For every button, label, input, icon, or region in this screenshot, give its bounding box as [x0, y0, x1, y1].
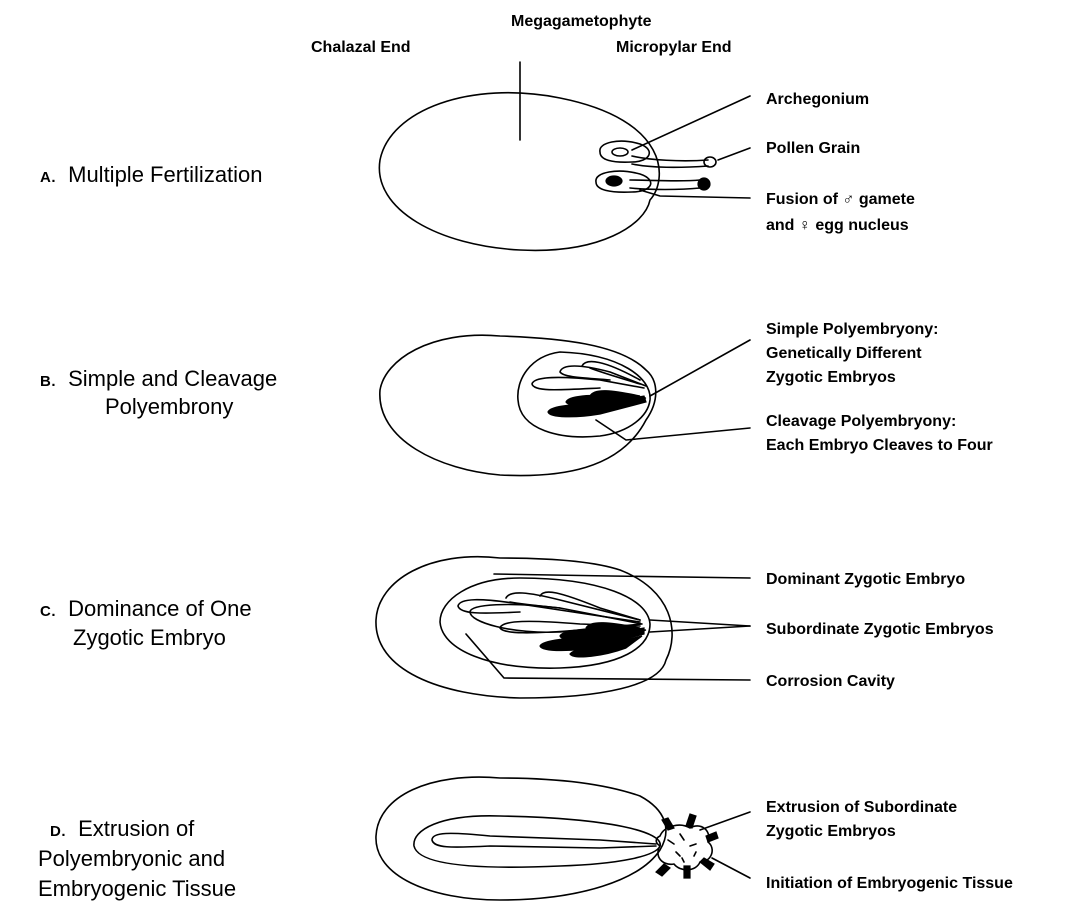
- leader-subordinate-b: [650, 626, 750, 632]
- row-a-letter: A.: [40, 169, 56, 186]
- row-b-title-line-1-text: B. Simple and Cleavage: [40, 366, 277, 391]
- label-corrosion-cavity: Corrosion Cavity: [766, 673, 895, 690]
- embryo-white-c1: [458, 600, 640, 622]
- leader-cleavage-polyembryony: [596, 420, 750, 440]
- pollen-grain-lower: [698, 178, 710, 190]
- row-d-letter: D.: [50, 823, 66, 840]
- megagametophyte-outline-d: [376, 777, 666, 900]
- extruded-embryo-4: [700, 858, 714, 870]
- label-pollen-grain: Pollen Grain: [766, 140, 860, 157]
- dominant-embryo-d: [432, 833, 656, 848]
- row-d: D. Extrusion of Polyembryonic and Embryo…: [38, 777, 1013, 901]
- header: Megagametophyte Chalazal End Micropylar …: [311, 13, 732, 56]
- leader-pollen-grain: [718, 148, 750, 160]
- fused-nucleus: [606, 176, 622, 186]
- label-simple-line-3: Zygotic Embryos: [766, 369, 896, 386]
- corrosion-cavity-c: [440, 578, 650, 668]
- row-d-title-line-3: Embryogenic Tissue: [38, 876, 236, 901]
- label-dominant-embryo: Dominant Zygotic Embryo: [766, 571, 965, 588]
- label-archegonium: Archegonium: [766, 91, 869, 108]
- row-d-title-line-1: Extrusion of: [78, 816, 195, 841]
- label-subordinate-embryos: Subordinate Zygotic Embryos: [766, 621, 994, 638]
- row-b: B. Simple and Cleavage Polyembrony Simpl…: [40, 321, 993, 476]
- micropylar-end-label: Micropylar End: [616, 39, 732, 56]
- pollen-tube-upper: [632, 156, 708, 167]
- pollen-grain: [704, 157, 716, 167]
- extruded-embryo-5: [656, 864, 670, 876]
- label-extrusion-line-1: Extrusion of Subordinate: [766, 799, 957, 816]
- row-b-title-line-2: Polyembrony: [105, 394, 233, 419]
- label-fusion-line-2: and ♀ egg nucleus: [766, 217, 909, 234]
- label-simple-line-2: Genetically Different: [766, 345, 922, 362]
- row-a-title-line-1: Multiple Fertilization: [68, 162, 262, 187]
- label-simple-line-1: Simple Polyembryony:: [766, 321, 939, 338]
- leader-extrusion: [700, 812, 750, 830]
- leader-embryogenic-tissue: [712, 858, 750, 878]
- row-c-title-line-1: Dominance of One: [68, 596, 251, 621]
- row-a-title: A. Multiple Fertilization: [40, 162, 263, 187]
- label-cleavage-line-2: Each Embryo Cleaves to Four: [766, 437, 993, 454]
- row-a: A. Multiple Fertilization Archegonium Po…: [40, 62, 915, 250]
- egg-nucleus-upper: [612, 148, 628, 156]
- label-fusion-line-1: Fusion of ♂ gamete: [766, 191, 915, 208]
- embryo-white-c2: [506, 593, 640, 620]
- row-b-title-line-1: Simple and Cleavage: [68, 366, 277, 391]
- extruded-embryo-2: [662, 818, 674, 830]
- archegonium-upper: [600, 141, 649, 162]
- row-d-title-line-2: Polyembryonic and: [38, 846, 225, 871]
- extruded-embryo-6: [684, 866, 690, 878]
- row-c-title-line-1-text: C. Dominance of One: [40, 596, 252, 621]
- row-c-letter: C.: [40, 603, 56, 620]
- leader-simple-polyembryony: [650, 340, 750, 396]
- row-d-title-line-1-text: D. Extrusion of: [50, 816, 195, 841]
- row-c: C. Dominance of One Zygotic Embryo Domin…: [40, 557, 994, 698]
- label-embryogenic-tissue: Initiation of Embryogenic Tissue: [766, 875, 1013, 892]
- row-b-letter: B.: [40, 373, 56, 390]
- tissue-texture: [668, 834, 696, 862]
- pollen-tube-lower: [630, 180, 700, 190]
- leader-archegonium: [632, 96, 750, 150]
- megagametophyte-label: Megagametophyte: [511, 13, 652, 30]
- label-cleavage-line-1: Cleavage Polyembryony:: [766, 413, 956, 430]
- row-c-title-line-2: Zygotic Embryo: [73, 625, 226, 650]
- chalazal-end-label: Chalazal End: [311, 39, 411, 56]
- label-extrusion-line-2: Zygotic Embryos: [766, 823, 896, 840]
- leader-subordinate-a: [650, 620, 750, 626]
